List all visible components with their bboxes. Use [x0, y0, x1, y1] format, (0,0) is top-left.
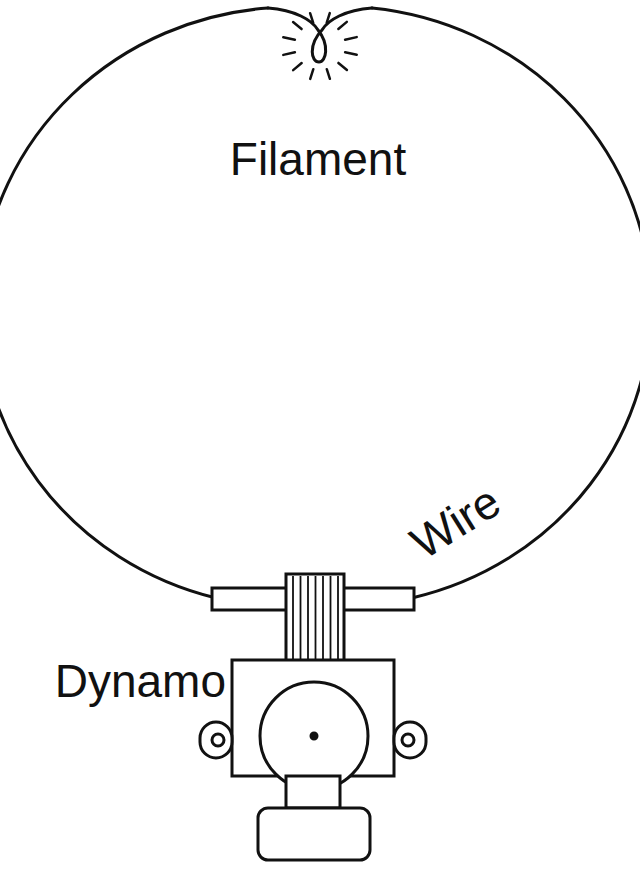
- part-label: Filament: [230, 136, 406, 182]
- axle-dot: [311, 733, 317, 739]
- light-ray: [283, 52, 295, 55]
- light-ray: [345, 37, 357, 40]
- light-rays: [283, 13, 356, 79]
- wire: [372, 8, 640, 598]
- light-ray: [293, 22, 302, 29]
- winding-stroke: [315, 576, 317, 660]
- light-ray: [327, 13, 330, 23]
- dynamo-stem: [286, 776, 340, 808]
- wire: [0, 8, 268, 598]
- light-ray: [345, 52, 357, 55]
- filament: [268, 8, 372, 62]
- winding-stroke: [300, 576, 302, 660]
- winding-stroke: [292, 576, 294, 660]
- part-label: Dynamo: [55, 658, 226, 704]
- light-ray: [338, 63, 347, 70]
- light-ray: [310, 13, 313, 23]
- light-ray: [338, 22, 346, 29]
- winding-stroke: [322, 576, 324, 660]
- light-ray: [283, 37, 295, 40]
- light-ray: [310, 69, 313, 79]
- dynamo-ear: [394, 722, 426, 758]
- light-ray: [327, 69, 330, 79]
- armature-winding: [286, 574, 344, 662]
- part-label: Wire: [403, 477, 508, 566]
- ear-hole: [212, 734, 224, 746]
- dynamo-ear: [200, 722, 232, 758]
- winding-stroke: [330, 576, 332, 660]
- dynamo-foot: [258, 808, 370, 860]
- light-ray: [293, 63, 301, 70]
- winding-stroke: [307, 576, 309, 660]
- dynamo-wheel: [260, 682, 368, 790]
- winding-stroke: [337, 576, 339, 660]
- ear-hole: [402, 734, 414, 746]
